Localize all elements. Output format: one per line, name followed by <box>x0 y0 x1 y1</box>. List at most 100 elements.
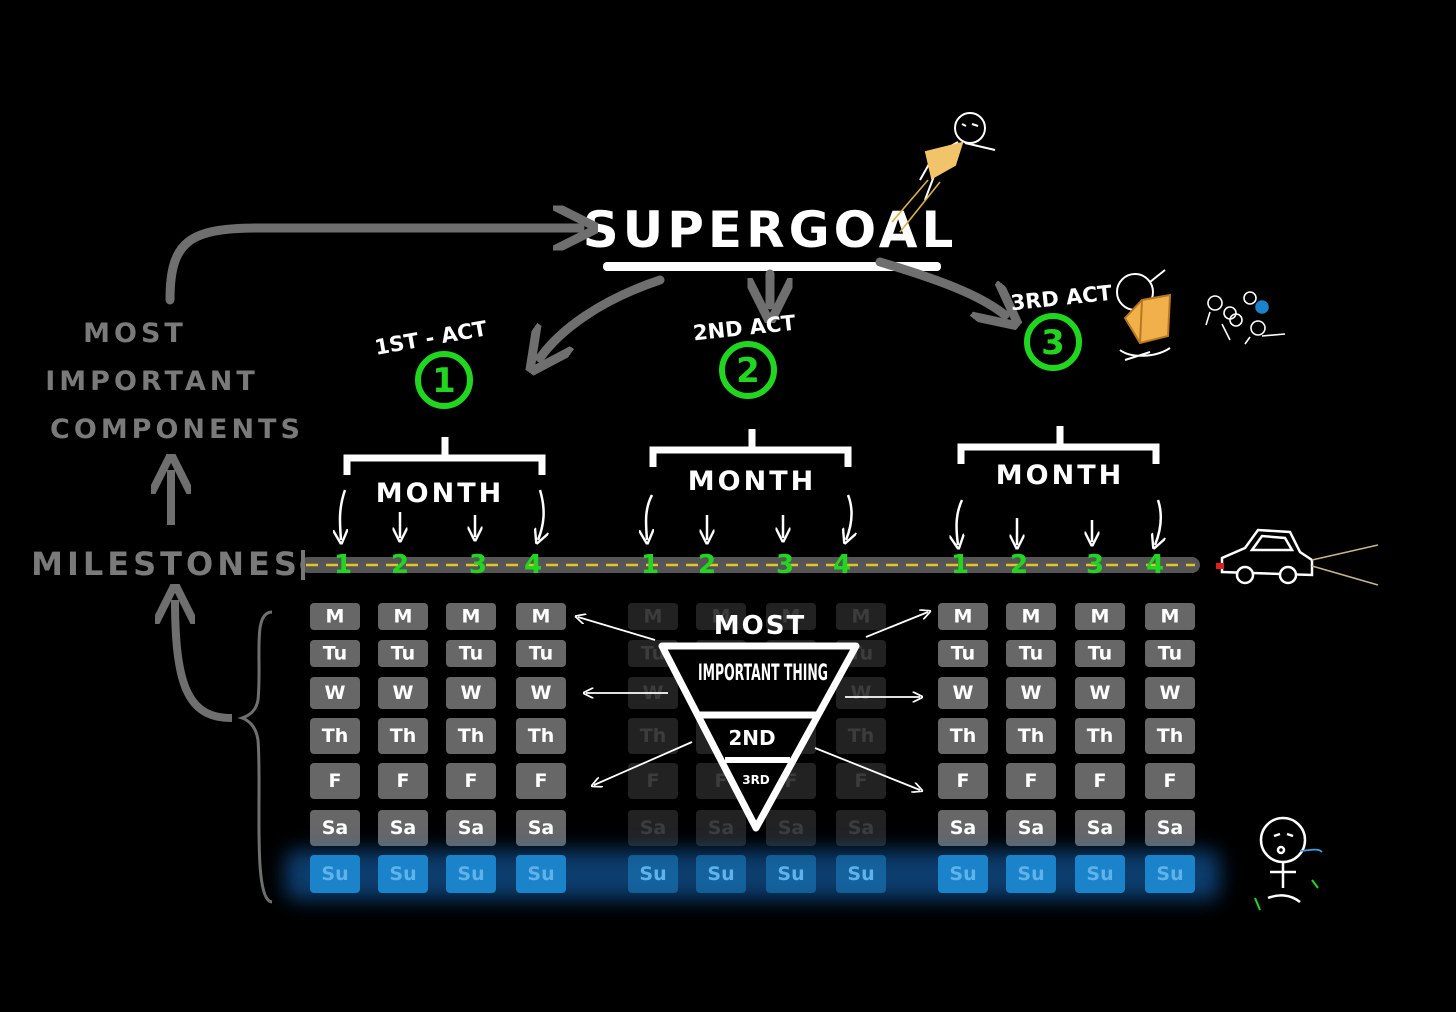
day-cell: M <box>446 603 496 630</box>
day-label: Th <box>1087 725 1114 747</box>
day-label: W <box>393 682 414 704</box>
act-2-week-arrows <box>646 494 852 540</box>
day-cell: Th <box>1145 718 1195 754</box>
milestone-number: 2 <box>391 550 409 580</box>
day-label: Sa <box>778 817 805 839</box>
pyramid-header: MOST <box>714 611 806 641</box>
milestones-label: MILESTONES <box>31 545 301 583</box>
day-cell: M <box>696 603 746 630</box>
act-3-title: 3RD ACT <box>1010 281 1114 316</box>
act-1-title: 1ST - ACT <box>373 316 489 359</box>
day-label: Tu <box>1088 643 1112 665</box>
sidebar: MOST IMPORTANT COMPONENTS MILESTONES <box>31 318 304 904</box>
week-arrow <box>846 494 852 540</box>
week-arrow <box>957 499 962 545</box>
day-label: Sa <box>1087 817 1114 839</box>
day-cell: W <box>1145 677 1195 709</box>
day-cell: Tu <box>310 640 360 667</box>
components-to-supergoal-arrow <box>165 228 580 305</box>
day-label: Sa <box>848 817 875 839</box>
day-cell: Sa <box>310 810 360 846</box>
day-label: W <box>461 682 482 704</box>
day-cell: W <box>938 677 988 709</box>
sunday-cell: Su <box>696 855 746 893</box>
day-label: M <box>462 606 481 628</box>
sunday-cell: Su <box>836 855 886 893</box>
act-2-title: 2ND ACT <box>692 311 798 346</box>
day-label: Su <box>777 863 804 885</box>
day-label: Tu <box>1019 643 1043 665</box>
day-cell: Th <box>1006 718 1056 754</box>
pyramid-outline <box>658 642 860 832</box>
supergoal-connectors <box>165 228 1005 358</box>
day-label: Th <box>1018 725 1045 747</box>
day-cell: F <box>446 763 496 799</box>
day-label: F <box>715 770 728 792</box>
day-cell: W <box>1075 677 1125 709</box>
components-line-3: COMPONENTS <box>50 414 304 445</box>
pyramid-arrow <box>865 612 928 638</box>
day-cell: F <box>1075 763 1125 799</box>
pyramid-level-1: IMPORTANT THING <box>698 661 828 686</box>
day-cell: Tu <box>378 640 428 667</box>
milestone-number: 1 <box>641 550 659 580</box>
act-1: 1ST - ACT 1 MONTH <box>340 316 544 540</box>
day-label: Sa <box>1018 817 1045 839</box>
day-label: Sa <box>390 817 417 839</box>
day-cell: Th <box>378 718 428 754</box>
day-label: F <box>855 770 868 792</box>
day-label: M <box>1022 606 1041 628</box>
day-label: F <box>329 770 342 792</box>
day-cell: F <box>310 763 360 799</box>
day-cell: W <box>836 677 886 709</box>
day-label: W <box>325 682 346 704</box>
day-label: Th <box>950 725 977 747</box>
day-label: Sa <box>322 817 349 839</box>
day-label: Th <box>1157 725 1184 747</box>
act-3-circle <box>1024 313 1082 371</box>
act-3-month-label: MONTH <box>996 460 1124 491</box>
day-label: F <box>465 770 478 792</box>
day-label: M <box>394 606 413 628</box>
day-label: F <box>397 770 410 792</box>
supergoal-underline <box>603 262 941 271</box>
day-cell: M <box>516 603 566 630</box>
week-arrow <box>538 489 544 540</box>
day-label: F <box>1094 770 1107 792</box>
milestone-number: 3 <box>469 550 487 580</box>
day-cell: F <box>938 763 988 799</box>
day-label: W <box>1021 682 1042 704</box>
supergoal-label: SUPERGOAL <box>583 201 958 259</box>
day-cell: M <box>1006 603 1056 630</box>
day-label: Su <box>1156 863 1183 885</box>
stick-figure-meditating-icon <box>1254 816 1323 911</box>
day-cell: F <box>516 763 566 799</box>
day-cell: Sa <box>1006 810 1056 846</box>
day-label: Tu <box>1158 643 1182 665</box>
sunday-cell: Su <box>628 855 678 893</box>
day-cell: Sa <box>628 810 678 846</box>
day-cell: W <box>310 677 360 709</box>
day-label: Su <box>389 863 416 885</box>
day-label: Sa <box>458 817 485 839</box>
day-label: M <box>326 606 345 628</box>
day-label: Tu <box>323 643 347 665</box>
day-cell: W <box>1006 677 1056 709</box>
act-2-number: 2 <box>736 351 760 391</box>
pyramid-arrow <box>594 741 693 785</box>
day-label: W <box>1160 682 1181 704</box>
day-label: Su <box>457 863 484 885</box>
day-label: Tu <box>391 643 415 665</box>
stick-figure-reading-book-icon <box>1116 269 1172 361</box>
day-label: F <box>647 770 660 792</box>
day-label: Sa <box>1157 817 1184 839</box>
day-label: W <box>1090 682 1111 704</box>
day-cell: F <box>1006 763 1056 799</box>
act-2-month-bracket <box>649 429 852 467</box>
day-label: Th <box>390 725 417 747</box>
components-line-1: MOST <box>83 318 187 349</box>
act-3-week-arrows <box>957 499 1161 545</box>
pyramid-arrow <box>578 617 656 641</box>
day-cell: W <box>516 677 566 709</box>
